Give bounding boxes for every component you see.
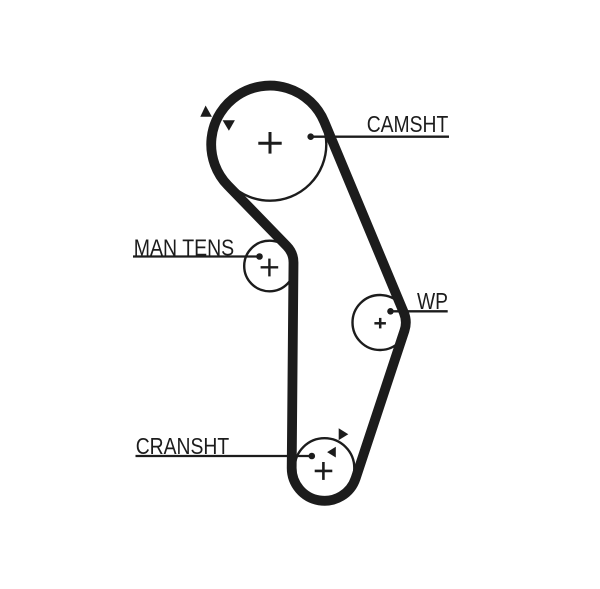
svg-text:CRANSHT: CRANSHT bbox=[136, 433, 230, 459]
svg-text:MAN TENS: MAN TENS bbox=[134, 235, 234, 261]
svg-text:CAMSHT: CAMSHT bbox=[367, 111, 449, 137]
svg-text:WP: WP bbox=[417, 288, 448, 314]
